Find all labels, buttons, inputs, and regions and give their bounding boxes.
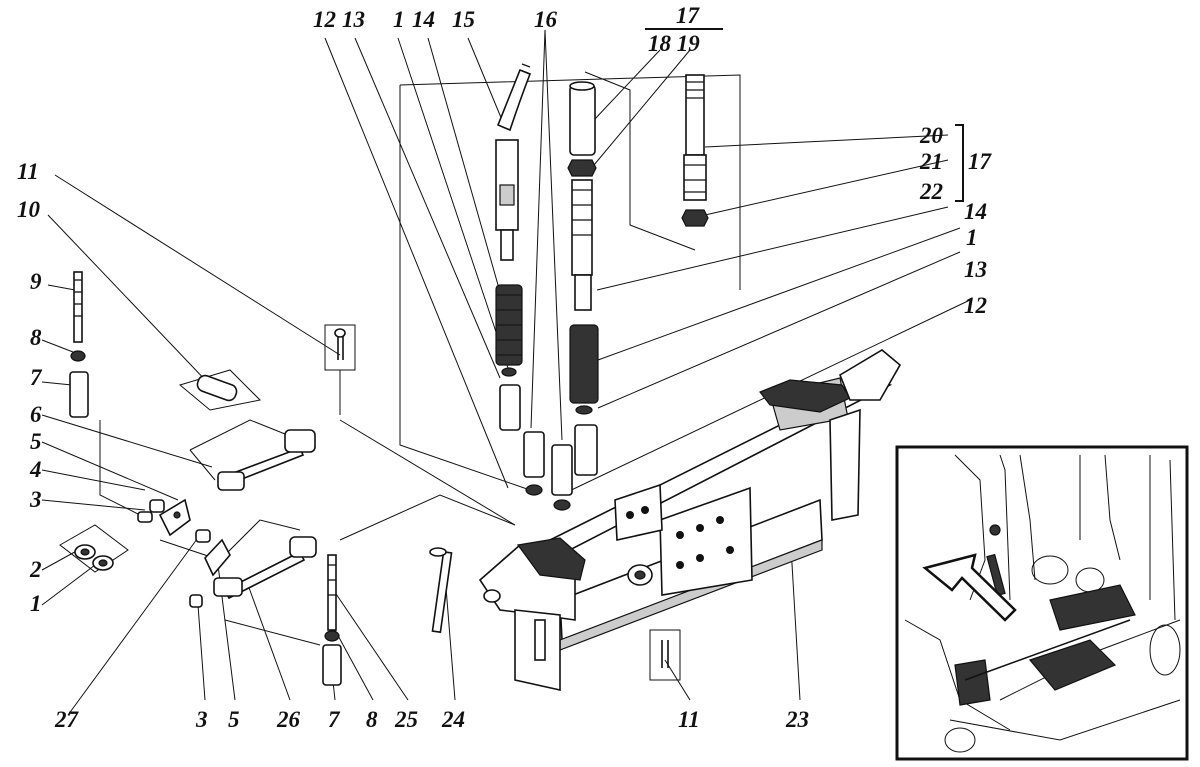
callout-14-right: 14 <box>964 199 987 224</box>
callout-21: 21 <box>920 149 943 174</box>
callout-17-top: 17 <box>676 3 699 28</box>
callout-14-top: 14 <box>412 7 435 32</box>
spring-14 <box>495 284 523 366</box>
control-rod-assembly-left <box>495 63 545 496</box>
callout-23: 23 <box>786 707 809 732</box>
callout-13-right: 13 <box>964 257 987 282</box>
callout-27: 27 <box>55 707 78 732</box>
callout-3-left: 3 <box>30 487 42 512</box>
callout-13-top: 13 <box>342 7 365 32</box>
adjusting-rod-20-22 <box>681 74 709 227</box>
inset-location-view <box>895 445 1189 761</box>
callout-8-bottom: 8 <box>366 707 378 732</box>
callout-25: 25 <box>395 707 418 732</box>
callout-10: 10 <box>17 197 40 222</box>
callout-15-top: 15 <box>452 7 475 32</box>
assembly-guide-lines <box>99 71 741 646</box>
callout-22: 22 <box>920 179 943 204</box>
callout-1-top: 1 <box>393 7 405 32</box>
control-rod-assembly-middle <box>551 81 599 511</box>
callout-26: 26 <box>277 707 300 732</box>
callout-7-bottom: 7 <box>328 707 340 732</box>
callout-8-left: 8 <box>30 325 42 350</box>
callout-18-19: 18 19 <box>648 31 700 56</box>
callout-5-bottom: 5 <box>228 707 240 732</box>
callout-1-right: 1 <box>966 225 978 250</box>
callout-7-left: 7 <box>30 365 42 390</box>
fraction-bar <box>645 28 723 30</box>
callout-12-right: 12 <box>964 293 987 318</box>
callout-3-bottom: 3 <box>196 707 208 732</box>
left-linkage-parts <box>59 271 681 686</box>
callout-24: 24 <box>442 707 465 732</box>
bracket-17 <box>955 124 964 202</box>
pedal-frame-assembly <box>478 349 902 691</box>
callout-11-left: 11 <box>17 159 39 184</box>
leader-lines <box>41 29 971 716</box>
callout-16-top: 16 <box>534 7 557 32</box>
callout-9: 9 <box>30 269 42 294</box>
callout-11-bottom: 11 <box>678 707 700 732</box>
callout-5-left: 5 <box>30 429 42 454</box>
callout-6: 6 <box>30 402 42 427</box>
callout-12-top: 12 <box>313 7 336 32</box>
callout-4: 4 <box>30 457 42 482</box>
callout-17-right: 17 <box>968 149 991 174</box>
callout-20: 20 <box>920 123 943 148</box>
callout-1-left: 1 <box>30 591 42 616</box>
callout-2: 2 <box>30 557 42 582</box>
